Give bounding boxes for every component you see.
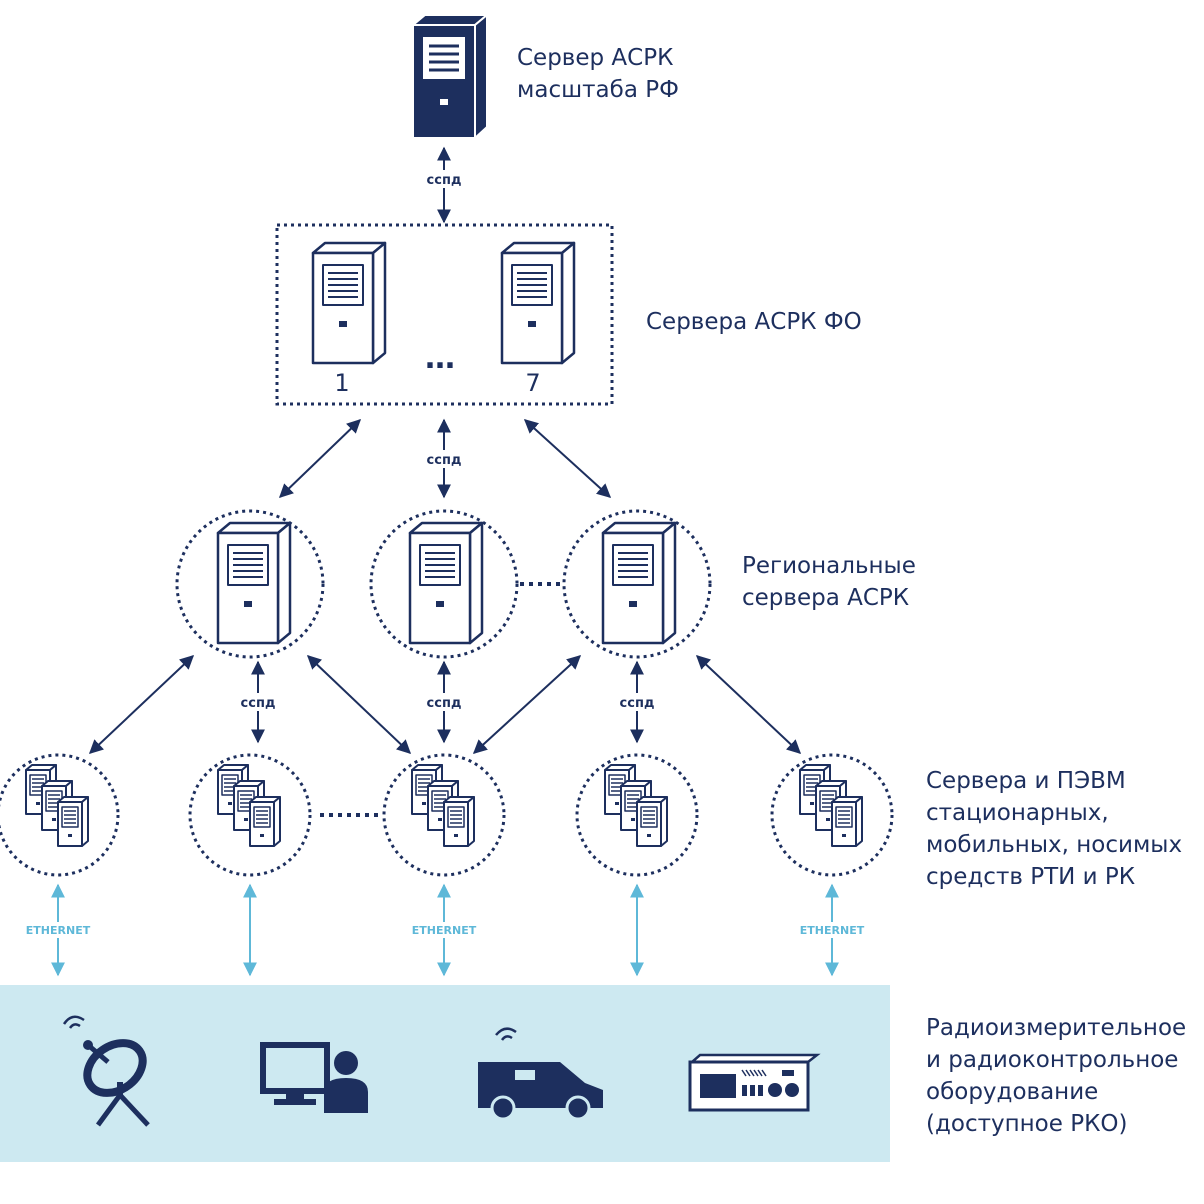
link-region1-station1	[88, 655, 195, 754]
sspd-label-region-3: сспд	[620, 696, 655, 711]
top-server-label: Сервер АСРК масштаба РФ	[517, 45, 679, 103]
satellite-dish-icon	[62, 1015, 150, 1127]
sspd-label-fo: сспд	[427, 453, 462, 468]
link-region3-station3	[472, 655, 582, 754]
fo-ellipsis: …	[425, 341, 455, 376]
regional-server-2	[369, 509, 519, 659]
fo-index-first: 1	[334, 369, 349, 397]
station-group-4	[575, 753, 699, 877]
ethernet-label-3: ETHERNET	[412, 924, 477, 937]
stations-label: Сервера и ПЭВМ стационарных, мобильных, …	[926, 768, 1183, 890]
regional-server-1	[175, 509, 325, 659]
regional-server-3	[562, 509, 712, 659]
fo-servers-label: Сервера АСРК ФО	[646, 309, 862, 335]
fo-server-1	[311, 241, 387, 365]
ethernet-label-5: ETHERNET	[800, 924, 865, 937]
equipment-label: Радиоизмерительное и радиоконтрольное об…	[926, 1015, 1187, 1137]
top-server	[412, 14, 488, 139]
link-region3-station5	[695, 655, 802, 754]
link-fo-region-3	[523, 419, 612, 498]
link-fo-region-1	[278, 419, 362, 498]
sspd-label-top: сспд	[427, 173, 462, 188]
fo-group-box	[275, 223, 614, 406]
regional-servers-label: Региональные сервера АСРК	[742, 553, 916, 611]
station-group-1	[0, 753, 120, 877]
operator-workstation-icon	[260, 1042, 368, 1113]
station-group-5	[770, 753, 894, 877]
link-region1-station3	[306, 655, 412, 754]
fo-index-last: 7	[525, 369, 540, 397]
sspd-label-region-1: сспд	[241, 696, 276, 711]
fo-server-7	[500, 241, 576, 365]
ethernet-label-1: ETHERNET	[26, 924, 91, 937]
station-group-2	[188, 753, 312, 877]
radio-receiver-icon	[688, 1053, 821, 1112]
mobile-station-van-icon	[478, 1027, 603, 1121]
station-group-3	[382, 753, 506, 877]
sspd-label-region-2: сспд	[427, 696, 462, 711]
